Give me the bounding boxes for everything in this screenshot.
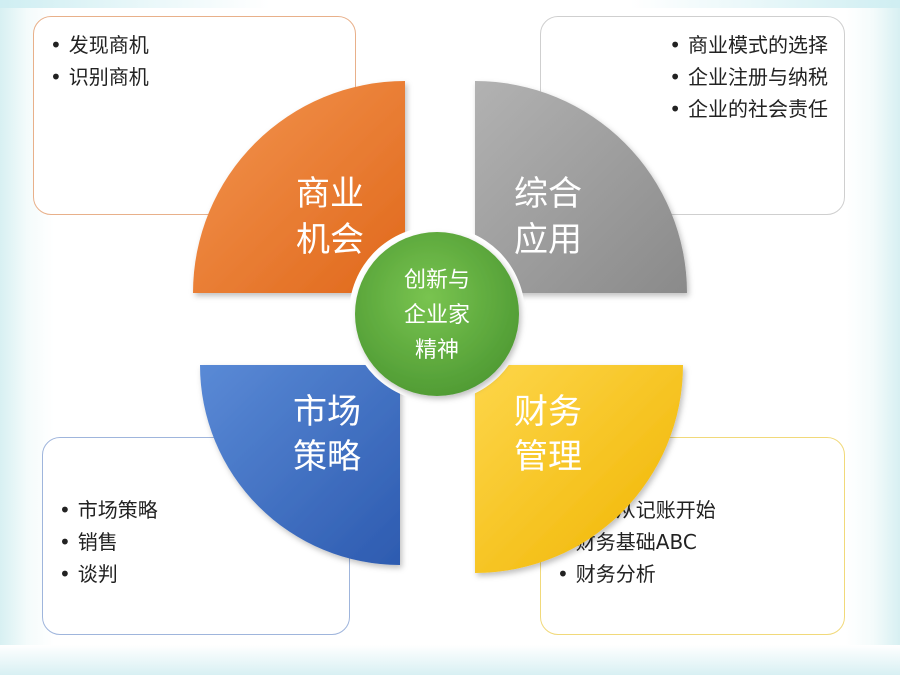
- list-item: 企业注册与纳税: [557, 61, 828, 93]
- bottom-frame-band: [0, 645, 900, 675]
- list-item: 市场策略: [59, 494, 333, 526]
- integrated-application-quadrant: [475, 81, 687, 293]
- financial-management-label-1: 财务: [514, 392, 582, 432]
- list-item: 谈判: [59, 558, 333, 590]
- business-opportunity-list: 发现商机 识别商机: [50, 29, 339, 93]
- business-opportunity-label-1: 商业: [296, 174, 364, 214]
- list-item: 财务分析: [557, 558, 828, 590]
- list-item: 企业的社会责任: [557, 93, 828, 125]
- market-strategy-label-2: 策略: [293, 437, 361, 477]
- integrated-application-label-2: 应用: [514, 220, 582, 260]
- center-label-2: 企业家: [404, 303, 470, 328]
- business-opportunity-label-2: 机会: [296, 220, 364, 260]
- financial-management-label-2: 管理: [514, 437, 582, 477]
- list-item: 销售: [59, 526, 333, 558]
- market-strategy-quadrant: [200, 365, 400, 565]
- market-strategy-list: 市场策略 销售 谈判: [59, 494, 333, 590]
- market-strategy-label-1: 市场: [293, 392, 361, 432]
- financial-management-quadrant: [475, 365, 683, 573]
- business-opportunity-quadrant: [193, 81, 405, 293]
- center-label-1: 创新与: [404, 268, 470, 293]
- list-item: 商业模式的选择: [557, 29, 828, 61]
- list-item: 识别商机: [50, 61, 339, 93]
- list-item: 发现商机: [50, 29, 339, 61]
- integrated-application-list: 商业模式的选择 企业注册与纳税 企业的社会责任: [557, 29, 828, 125]
- innovation-entrepreneurship-circle: [355, 232, 519, 396]
- center-label-3: 精神: [415, 338, 459, 363]
- integrated-application-label-1: 综合: [514, 174, 582, 214]
- top-frame-band: [0, 0, 900, 8]
